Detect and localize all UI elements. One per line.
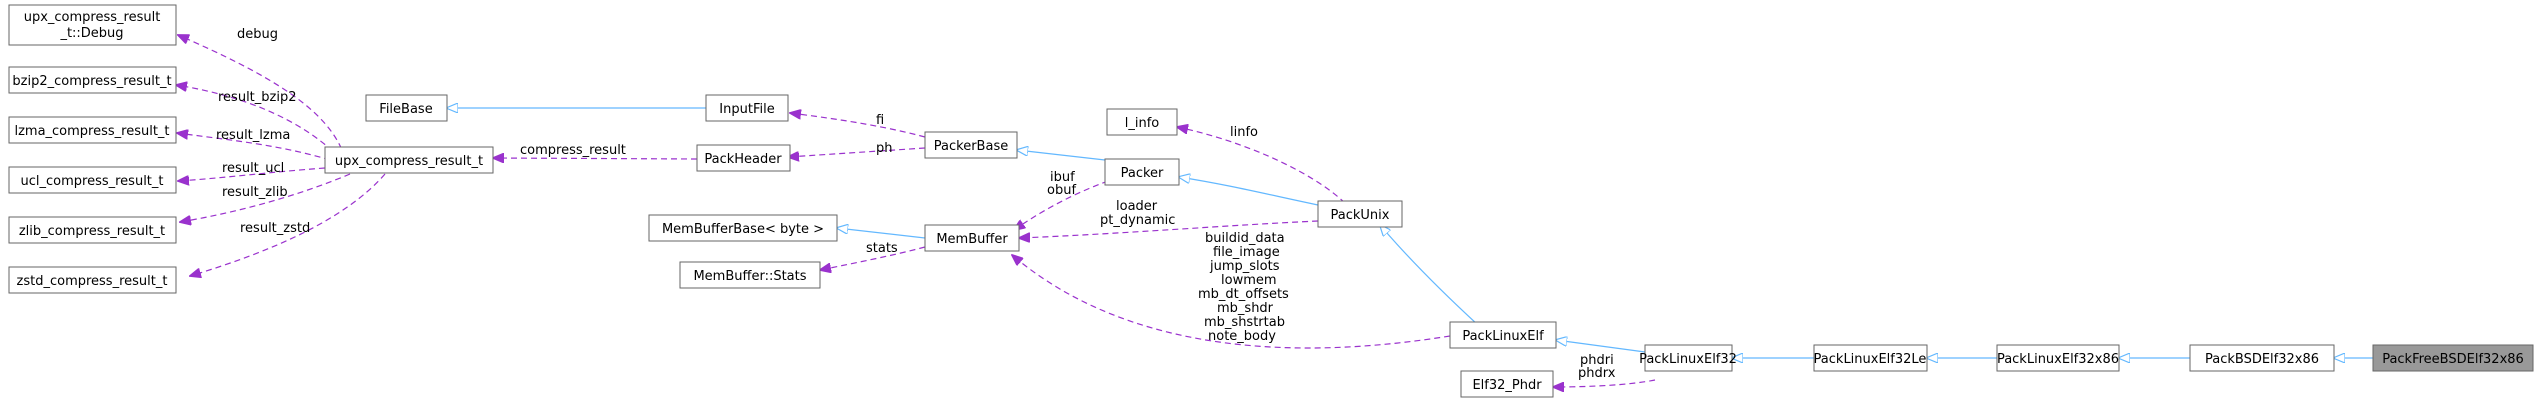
edge-label-fi: fi	[876, 113, 884, 128]
svg-text:Elf32_Phdr: Elf32_Phdr	[1472, 378, 1542, 393]
node-zstd-compress-result[interactable]: zstd_compress_result_t	[8, 266, 177, 294]
edge-label-mb-dt-offsets: mb_dt_offsets	[1198, 287, 1289, 302]
svg-text:l_info: l_info	[1125, 116, 1160, 131]
edge-inherit-membuffer-membufferbase	[837, 228, 926, 239]
svg-text:lzma_compress_result_t: lzma_compress_result_t	[14, 124, 169, 139]
edge-inherit-packunix-packer	[1179, 177, 1319, 206]
edge-label-loader: loader	[1116, 199, 1158, 214]
svg-text:zstd_compress_result_t: zstd_compress_result_t	[17, 274, 168, 289]
node-packunix[interactable]: PackUnix	[1317, 200, 1403, 228]
edge-label-obuf: obuf	[1047, 183, 1076, 198]
edge-label-compress-result: compress_result	[520, 143, 626, 158]
node-ucl-compress-result[interactable]: ucl_compress_result_t	[8, 166, 177, 194]
edge-label-result-lzma: result_lzma	[216, 128, 290, 143]
edge-label-ph: ph	[876, 141, 893, 156]
edge-label-debug: debug	[237, 27, 278, 42]
svg-text:InputFile: InputFile	[719, 102, 774, 117]
edge-loader-ptdynamic	[1019, 220, 1319, 238]
edge-label-linfo: linfo	[1230, 125, 1258, 140]
node-packlinuxelf32[interactable]: PackLinuxElf32	[1639, 344, 1737, 372]
svg-text:MemBufferBase< byte >: MemBufferBase< byte >	[662, 222, 824, 237]
svg-text:Packer: Packer	[1121, 166, 1164, 181]
edge-label-result-zlib: result_zlib	[222, 185, 288, 200]
svg-text:zlib_compress_result_t: zlib_compress_result_t	[19, 224, 165, 239]
edge-result-bzip2	[176, 85, 341, 159]
edge-ibuf-obuf	[1014, 180, 1109, 230]
node-l-info[interactable]: l_info	[1106, 108, 1178, 136]
node-filebase[interactable]: FileBase	[365, 94, 448, 122]
edge-label-phdrx: phdrx	[1578, 366, 1616, 381]
edge-result-ucl	[178, 167, 326, 181]
edge-label-jump-slots: jump_slots	[1209, 259, 1280, 274]
svg-text:MemBuffer::Stats: MemBuffer::Stats	[693, 269, 806, 284]
edge-label-buildid-data: buildid_data	[1205, 231, 1285, 246]
node-packlinuxelf32x86[interactable]: PackLinuxElf32x86	[1996, 344, 2120, 372]
svg-text:PackFreeBSDElf32x86: PackFreeBSDElf32x86	[2382, 352, 2524, 367]
edge-ph	[788, 147, 926, 157]
svg-text:MemBuffer: MemBuffer	[936, 232, 1008, 247]
node-packfreebsdelf32x86[interactable]: PackFreeBSDElf32x86	[2372, 344, 2534, 372]
edge-fi	[790, 113, 926, 138]
svg-text:PackerBase: PackerBase	[934, 139, 1008, 154]
svg-text:PackLinuxElf: PackLinuxElf	[1462, 329, 1544, 344]
svg-text:PackUnix: PackUnix	[1331, 208, 1390, 223]
node-zlib-compress-result[interactable]: zlib_compress_result_t	[8, 216, 177, 244]
edge-inherit-packer-packerbase	[1017, 150, 1106, 161]
node-packbsdelf32x86[interactable]: PackBSDElf32x86	[2189, 344, 2335, 372]
edge-label-lowmem: lowmem	[1221, 273, 1277, 288]
edge-label-mb-shstrtab: mb_shstrtab	[1204, 315, 1285, 330]
svg-text:PackHeader: PackHeader	[704, 152, 782, 167]
edge-label-pt-dynamic: pt_dynamic	[1100, 213, 1175, 228]
node-packheader[interactable]: PackHeader	[696, 144, 791, 172]
edge-stats	[820, 246, 926, 270]
edge-label-result-bzip2: result_bzip2	[218, 90, 297, 105]
svg-text:bzip2_compress_result_t: bzip2_compress_result_t	[12, 74, 171, 89]
edge-label-note-body: note_body	[1208, 329, 1276, 344]
svg-text:upx_compress_result_t: upx_compress_result_t	[335, 154, 483, 169]
svg-text:PackBSDElf32x86: PackBSDElf32x86	[2205, 352, 2319, 367]
node-upx-compress-result-debug[interactable]: upx_compress_result _t::Debug	[8, 4, 177, 46]
edge-result-zlib	[180, 173, 351, 222]
svg-text:PackLinuxElf32Le: PackLinuxElf32Le	[1814, 352, 1927, 367]
node-packlinuxelf[interactable]: PackLinuxElf	[1449, 321, 1557, 349]
node-bzip2-compress-result[interactable]: bzip2_compress_result_t	[8, 66, 177, 94]
node-lzma-compress-result[interactable]: lzma_compress_result_t	[8, 116, 177, 144]
node-inputfile[interactable]: InputFile	[705, 94, 789, 122]
node-membuffer-stats[interactable]: MemBuffer::Stats	[679, 261, 821, 289]
edge-label-mb-shdr: mb_shdr	[1217, 301, 1274, 316]
svg-text:_t::Debug: _t::Debug	[59, 26, 123, 41]
node-packer[interactable]: Packer	[1104, 158, 1180, 186]
edge-elf-buffers	[1012, 255, 1451, 349]
edge-inherit-packlinuxelf32-packlinuxelf	[1556, 340, 1646, 353]
node-membuffer[interactable]: MemBuffer	[924, 224, 1020, 252]
node-membufferbase[interactable]: MemBufferBase< byte >	[648, 214, 838, 242]
node-packerbase[interactable]: PackerBase	[924, 131, 1018, 159]
svg-text:PackLinuxElf32: PackLinuxElf32	[1639, 352, 1737, 367]
node-packlinuxelf32le[interactable]: PackLinuxElf32Le	[1813, 344, 1928, 372]
edge-label-phdri: phdri	[1580, 353, 1614, 368]
edge-result-zstd	[190, 173, 386, 276]
svg-text:ucl_compress_result_t: ucl_compress_result_t	[21, 174, 164, 189]
svg-text:upx_compress_result: upx_compress_result	[24, 10, 161, 25]
edge-label-result-ucl: result_ucl	[222, 161, 284, 176]
edge-phdri-phdrx	[1553, 379, 1656, 387]
edge-label-file-image: file_image	[1213, 245, 1280, 260]
edge-linfo	[1177, 127, 1346, 204]
svg-text:PackLinuxElf32x86: PackLinuxElf32x86	[1997, 352, 2119, 367]
edge-compress-result	[493, 158, 698, 159]
svg-text:FileBase: FileBase	[379, 102, 432, 117]
node-upx-compress-result[interactable]: upx_compress_result_t	[324, 146, 494, 174]
edge-label-result-zstd: result_zstd	[240, 221, 310, 236]
node-elf32-phdr[interactable]: Elf32_Phdr	[1460, 370, 1554, 398]
edge-inherit-packlinuxelf-packunix	[1380, 225, 1479, 326]
edge-label-stats: stats	[866, 241, 898, 256]
edge-label-ibuf: ibuf	[1050, 170, 1075, 185]
